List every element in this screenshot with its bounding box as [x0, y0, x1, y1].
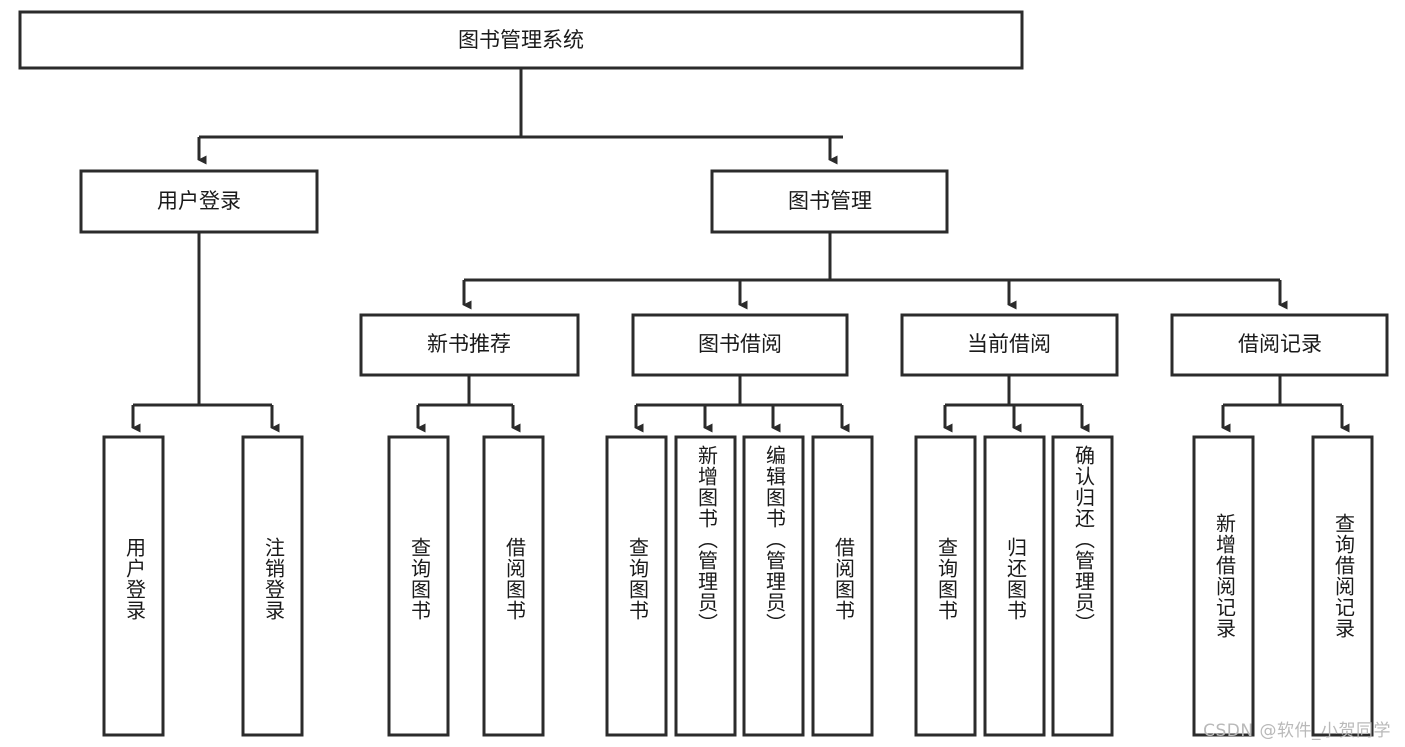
node-borrow-record-label: 借阅记录	[1238, 332, 1322, 356]
leaf-box[interactable]	[241, 435, 304, 737]
leaf-box[interactable]	[102, 435, 165, 737]
node-user-login-label: 用户登录	[157, 189, 241, 213]
leaf-box[interactable]	[482, 435, 545, 737]
connector-user-login-to-leaves	[131, 232, 280, 433]
leaf-box[interactable]	[1192, 435, 1255, 737]
leaf-box[interactable]	[914, 435, 977, 737]
leaf-box[interactable]	[605, 435, 668, 737]
node-book-borrow-label: 图书借阅	[698, 332, 782, 356]
node-current-borrow-label: 当前借阅	[967, 332, 1051, 356]
connector-root-to-level2	[197, 68, 843, 165]
connector-new-book-to-leaves	[416, 375, 521, 433]
connector-borrow-to-leaves	[634, 375, 850, 433]
node-book-manage[interactable]: 图书管理	[710, 169, 949, 234]
node-root[interactable]: 图书管理系统	[18, 10, 1024, 70]
leaf-box[interactable]	[387, 435, 450, 737]
node-user-login[interactable]: 用户登录	[79, 169, 319, 234]
leaf-box[interactable]	[1311, 435, 1374, 737]
leaf-box[interactable]	[1051, 435, 1114, 737]
node-borrow-record[interactable]: 借阅记录	[1170, 313, 1389, 377]
node-root-label: 图书管理系统	[458, 28, 584, 52]
node-book-manage-label: 图书管理	[788, 189, 872, 213]
leaf-box[interactable]	[983, 435, 1046, 737]
leaf-box[interactable]	[742, 435, 805, 737]
connector-book-manage-to-level3	[462, 232, 1288, 310]
node-book-borrow[interactable]: 图书借阅	[631, 313, 849, 377]
node-current-borrow[interactable]: 当前借阅	[900, 313, 1119, 377]
csdn-watermark: CSDN @软件_小贺同学	[1203, 721, 1391, 741]
node-new-book-recommend[interactable]: 新书推荐	[359, 313, 580, 377]
leaf-boxes	[102, 435, 1374, 737]
node-new-book-recommend-label: 新书推荐	[427, 332, 511, 356]
connector-borrow-record-to-leaves	[1221, 375, 1350, 433]
connector-current-borrow-to-leaves	[943, 375, 1090, 433]
leaf-box[interactable]	[811, 435, 874, 737]
leaf-box[interactable]	[674, 435, 737, 737]
